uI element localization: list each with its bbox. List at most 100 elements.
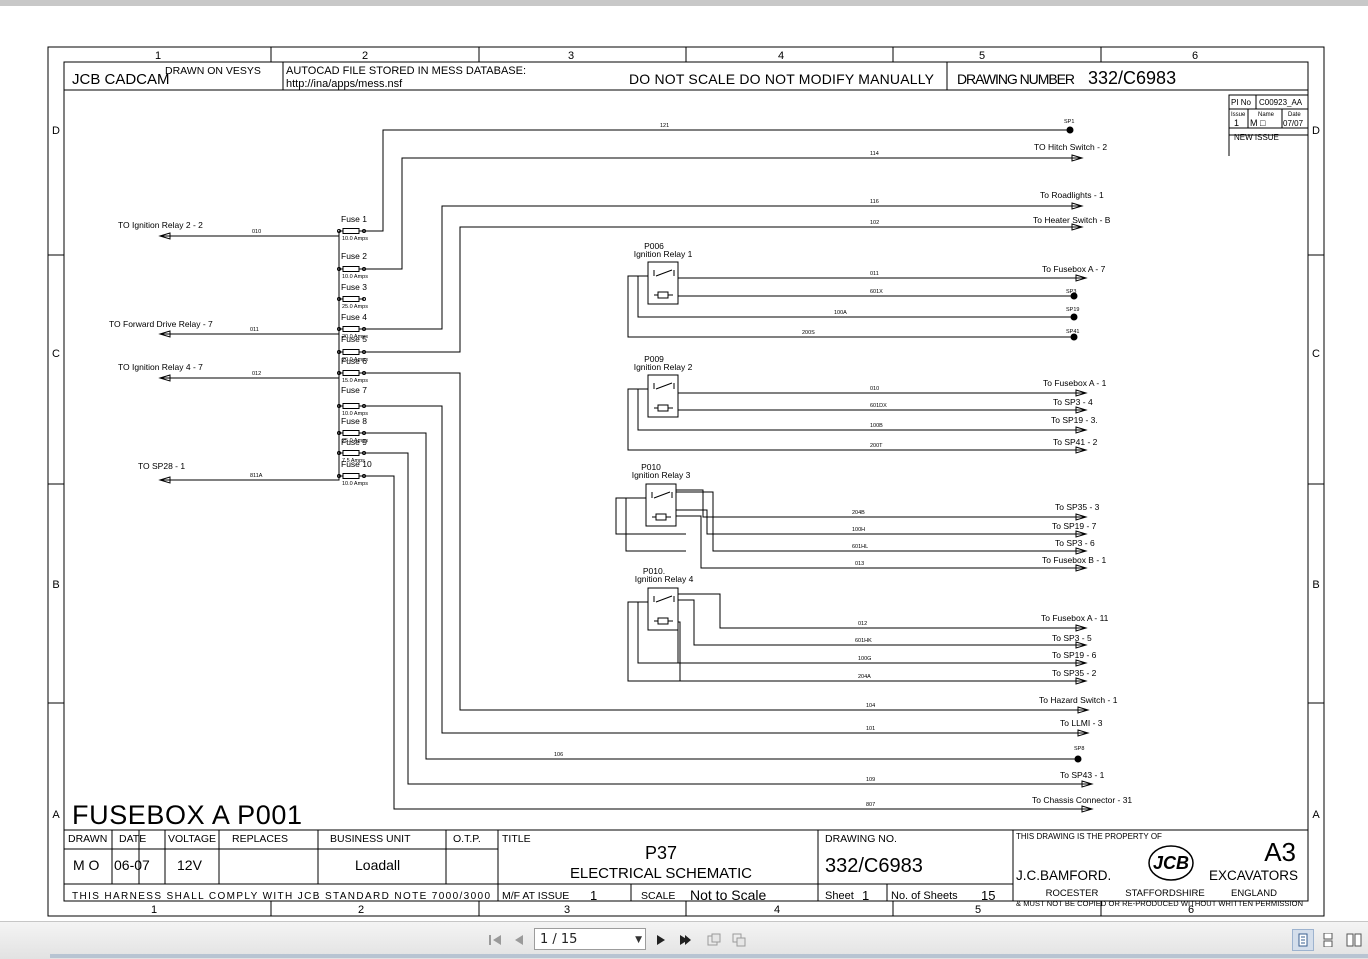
left-output-label: TO SP28 - 1	[138, 461, 185, 471]
issue-value: 1	[1234, 118, 1239, 128]
title-line-1: P37	[645, 843, 677, 863]
fit-page-icon[interactable]	[729, 930, 749, 950]
wire-number: 101	[866, 726, 875, 732]
fuse-8: Fuse 825.0 Amps	[337, 416, 368, 444]
fuse-name: Fuse 1	[341, 214, 367, 224]
zone-column-label: 3	[564, 904, 570, 916]
fuse-icon	[342, 370, 360, 376]
mf-at-issue-value: 1	[590, 888, 597, 903]
arrow-right-icon	[1077, 729, 1090, 737]
fuse-rating: 10.0 Amps	[342, 481, 368, 487]
relay-output-wire	[676, 509, 1086, 535]
terminal-icon	[337, 371, 341, 375]
wire-number: 100B	[870, 423, 883, 429]
fuse-7: Fuse 710.0 Amps	[337, 385, 368, 417]
fuse-4: Fuse 420.0 Amps	[337, 312, 368, 340]
division-name: EXCAVATORS	[1209, 868, 1298, 883]
drawn-value: M O	[73, 857, 100, 873]
fuse-name: Fuse 5	[341, 334, 367, 344]
wire-number: 811A	[250, 473, 263, 479]
fuse-2: Fuse 210.0 Amps	[337, 251, 368, 280]
harness-note: THIS HARNESS SHALL COMPLY WITH JCB STAND…	[72, 891, 490, 902]
arrow-right-icon	[1075, 446, 1088, 454]
relay-name: Ignition Relay 1	[634, 249, 693, 259]
drawing-number: 332/C6983	[1088, 68, 1176, 88]
fuse-name: Fuse 8	[341, 416, 367, 426]
logo-text: JCB	[1153, 853, 1189, 873]
relay-output-wire	[676, 491, 1086, 552]
relay-output-wire	[678, 599, 1086, 646]
terminal-icon	[362, 451, 366, 455]
date-value: 06-07	[114, 857, 150, 873]
relay-output-wire	[678, 621, 1086, 682]
arrow-right-icon	[1075, 659, 1088, 667]
bottom-output-wire	[364, 475, 1092, 810]
last-page-icon[interactable]	[676, 930, 696, 950]
fuse-icon	[342, 326, 360, 332]
terminal-icon	[362, 404, 366, 408]
left-output-label: TO Ignition Relay 4 - 7	[118, 362, 203, 372]
terminal-icon	[337, 267, 341, 271]
fuse-rating: 15.0 Amps	[342, 378, 368, 384]
relay-output-label: To SP19 - 3.	[1051, 415, 1098, 425]
splice-point	[1066, 126, 1074, 134]
fuse-6: Fuse 615.0 Amps	[337, 356, 368, 384]
sheets-count-label: No. of Sheets	[891, 890, 958, 902]
top-output-wire	[364, 157, 1082, 270]
zone-column-label: 6	[1192, 50, 1198, 62]
date-label: DATE	[119, 833, 146, 845]
zone-row-label: A	[52, 809, 60, 821]
wire-number: 010	[252, 229, 261, 235]
zone-row-label: D	[1312, 125, 1320, 137]
title-label: TITLE	[502, 833, 531, 845]
wire-number: 121	[660, 123, 669, 129]
zone-row-label: B	[1312, 579, 1319, 591]
zone-column-label: 1	[155, 50, 161, 62]
scale-value: Not to Scale	[690, 887, 766, 903]
relay-output-label: To SP41 - 2	[1053, 437, 1098, 447]
issue-note: NEW ISSUE	[1234, 133, 1279, 142]
relay-output-label: SP41	[1066, 329, 1079, 335]
window-bottom-edge	[50, 954, 1368, 958]
relay-return-wire	[627, 601, 688, 682]
bottom-output-wire	[364, 372, 1088, 711]
wire-number: 807	[866, 802, 875, 808]
bottom-output-label: SP8	[1074, 746, 1084, 752]
zone-column-label: 4	[778, 50, 784, 62]
wire-number: 102	[870, 220, 879, 226]
bottom-output-wire	[364, 452, 1092, 785]
wire-number: 200T	[870, 443, 883, 449]
fuse-rating: 10.0 Amps	[342, 236, 368, 242]
fuse-name: Fuse 7	[341, 385, 367, 395]
page-number-select[interactable]: 1 / 15 ▼	[534, 928, 646, 950]
previous-page-icon[interactable]	[509, 930, 529, 950]
pdf-viewer-toolbar: 1 / 15 ▼	[0, 921, 1368, 959]
arrow-right-icon	[1075, 426, 1088, 434]
single-page-view-icon[interactable]	[1292, 929, 1314, 951]
next-page-icon[interactable]	[651, 930, 671, 950]
relay-output-wire	[676, 489, 1086, 518]
autocad-url: http://ina/apps/mess.nsf	[286, 78, 403, 90]
facing-view-icon[interactable]	[1343, 929, 1365, 951]
relay-return-wire	[627, 388, 688, 451]
location-1: ROCESTER	[1046, 888, 1099, 899]
wire-number: 104	[866, 703, 875, 709]
continuous-view-icon[interactable]	[1317, 929, 1339, 951]
fuse-rating: 10.0 Amps	[342, 274, 368, 280]
sheet-label: Sheet	[825, 890, 854, 902]
arrow-right-icon	[1075, 547, 1088, 555]
fuse-rating: 20.0 Amps	[342, 357, 368, 363]
relay-name: Ignition Relay 3	[632, 470, 691, 480]
relay-contact	[655, 382, 673, 390]
relay-contact	[655, 595, 673, 603]
zone-column-label: 1	[151, 904, 157, 916]
rotate-icon[interactable]	[704, 930, 724, 950]
sheets-count-value: 15	[981, 888, 995, 903]
jcb-logo: JCB	[1148, 845, 1194, 881]
first-page-icon[interactable]	[485, 930, 505, 950]
